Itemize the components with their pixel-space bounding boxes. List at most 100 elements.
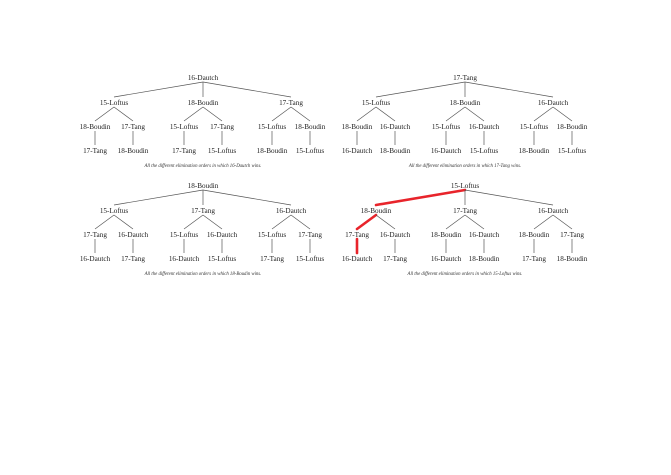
tree-leaf-node: 18-Boudin (557, 255, 588, 263)
tree-panel: 18-Boudin 15-Loftus 17-Tang 16-Dautch 16-Dau… (80, 182, 325, 277)
tree-level2-node: 18-Boudin (557, 123, 588, 131)
tree-level2-node: 16-Dautch (207, 231, 238, 239)
tree-level2-node: 17-Tang (298, 231, 322, 239)
tree-leaf-node: 16-Dautch (342, 255, 373, 263)
tree-edge (94, 106, 115, 122)
tree-level2-node: 16-Dautch (380, 231, 411, 239)
tree-leaf-node: 17-Tang (83, 147, 107, 155)
tree-root-node: 16-Dautch (188, 74, 219, 82)
tree-edge (202, 106, 223, 122)
tree-leaf-node: 16-Dautch (80, 255, 111, 263)
tree-leaf-node: 15-Loftus (208, 147, 237, 155)
tree-edge (464, 106, 485, 122)
tree-edge (183, 106, 204, 122)
tree-level2-node: 16-Dautch (469, 231, 500, 239)
tree-edge (464, 81, 554, 98)
tree-level2-node: 17-Tang (560, 231, 584, 239)
tree-edge (202, 81, 292, 98)
tree-panel: 15-Loftus 18-Boudin 17-Tang 16-Dautch 16-Dau… (342, 182, 588, 277)
tree-edge (202, 189, 292, 206)
tree-level2-node: 18-Boudin (80, 123, 111, 131)
tree-edge (290, 106, 311, 122)
tree-caption: All the different elimination orders in … (407, 272, 523, 277)
tree-level2-node: 15-Loftus (170, 231, 199, 239)
tree-leaf-node: 16-Dautch (431, 147, 462, 155)
tree-caption: All the different elimination orders in … (408, 164, 521, 169)
tree-edge (113, 106, 134, 122)
tree-leaf-node: 18-Boudin (380, 147, 411, 155)
tree-level1-node: 18-Boudin (361, 207, 392, 215)
tree-level1-node: 15-Loftus (362, 99, 391, 107)
tree-leaf-node: 17-Tang (172, 147, 196, 155)
tree-level2-node: 15-Loftus (258, 123, 287, 131)
tree-level2-node: 18-Boudin (295, 123, 326, 131)
tree-leaf-node: 15-Loftus (558, 147, 587, 155)
tree-leaf-node: 15-Loftus (208, 255, 237, 263)
tree-level2-node: 17-Tang (121, 123, 145, 131)
tree-level2-node: 15-Loftus (258, 231, 287, 239)
tree-edge (113, 81, 204, 98)
tree-leaf-node: 17-Tang (383, 255, 407, 263)
tree-leaf-node: 15-Loftus (470, 147, 499, 155)
tree-panel: 16-Dautch 15-Loftus 18-Boudin 17-Tang 17-Tan… (80, 74, 326, 169)
tree-level1-node: 15-Loftus (100, 207, 129, 215)
tree-level1-node: 18-Boudin (188, 99, 219, 107)
tree-edge (445, 106, 466, 122)
tree-level1-node: 17-Tang (453, 207, 477, 215)
tree-level1-node: 16-Dautch (538, 207, 569, 215)
tree-level2-node: 16-Dautch (469, 123, 500, 131)
tree-leaf-node: 15-Loftus (296, 147, 325, 155)
tree-root-node: 15-Loftus (451, 182, 480, 190)
tree-caption: All the different elimination orders in … (144, 272, 262, 277)
tree-level1-node: 16-Dautch (276, 207, 307, 215)
tree-edge (113, 189, 204, 206)
tree-edge (113, 214, 134, 230)
tree-edge (533, 106, 554, 122)
tree-edge (375, 106, 396, 122)
tree-leaf-node: 16-Dautch (342, 147, 373, 155)
tree-edge (271, 214, 292, 230)
tree-level1-node: 16-Dautch (538, 99, 569, 107)
tree-level1-node: 17-Tang (279, 99, 303, 107)
tree-level1-node: 17-Tang (191, 207, 215, 215)
tree-level1-node: 18-Boudin (450, 99, 481, 107)
tree-edge (533, 214, 554, 230)
tree-edge (202, 214, 223, 230)
tree-level2-node: 17-Tang (210, 123, 234, 131)
tree-level2-node: 17-Tang (83, 231, 107, 239)
tree-level2-node: 15-Loftus (170, 123, 199, 131)
tree-level2-node: 18-Boudin (431, 231, 462, 239)
tree-edge (375, 81, 466, 98)
tree-leaf-node: 18-Boudin (257, 147, 288, 155)
tree-leaf-node: 15-Loftus (296, 255, 325, 263)
tree-edge (375, 214, 396, 230)
tree-edge (464, 189, 554, 206)
tree-root-node: 17-Tang (453, 74, 477, 82)
tree-level2-node: 17-Tang (345, 231, 369, 239)
tree-leaf-node: 16-Dautch (431, 255, 462, 263)
tree-caption: All the different elimination orders in … (143, 164, 261, 169)
tree-leaf-node: 18-Boudin (469, 255, 500, 263)
tree-edge (445, 214, 466, 230)
tree-level2-node: 16-Dautch (380, 123, 411, 131)
tree-root-node: 18-Boudin (188, 182, 219, 190)
tree-leaf-node: 17-Tang (522, 255, 546, 263)
tree-level2-node: 18-Boudin (519, 231, 550, 239)
tree-leaf-node: 18-Boudin (519, 147, 550, 155)
tree-level2-node: 15-Loftus (520, 123, 549, 131)
tree-level2-node: 15-Loftus (432, 123, 461, 131)
tree-leaf-node: 17-Tang (260, 255, 284, 263)
tree-edge (355, 213, 378, 231)
tree-leaf-node: 17-Tang (121, 255, 145, 263)
tree-level2-node: 16-Dautch (118, 231, 149, 239)
tree-edge (356, 106, 377, 122)
tree-edge (290, 214, 311, 230)
tree-level1-node: 15-Loftus (100, 99, 129, 107)
tree-edge (271, 106, 292, 122)
tree-edge (552, 214, 573, 230)
tree-edge (464, 214, 485, 230)
tree-edge (183, 214, 204, 230)
tree-leaf-node: 18-Boudin (118, 147, 149, 155)
tree-edge (374, 188, 467, 207)
